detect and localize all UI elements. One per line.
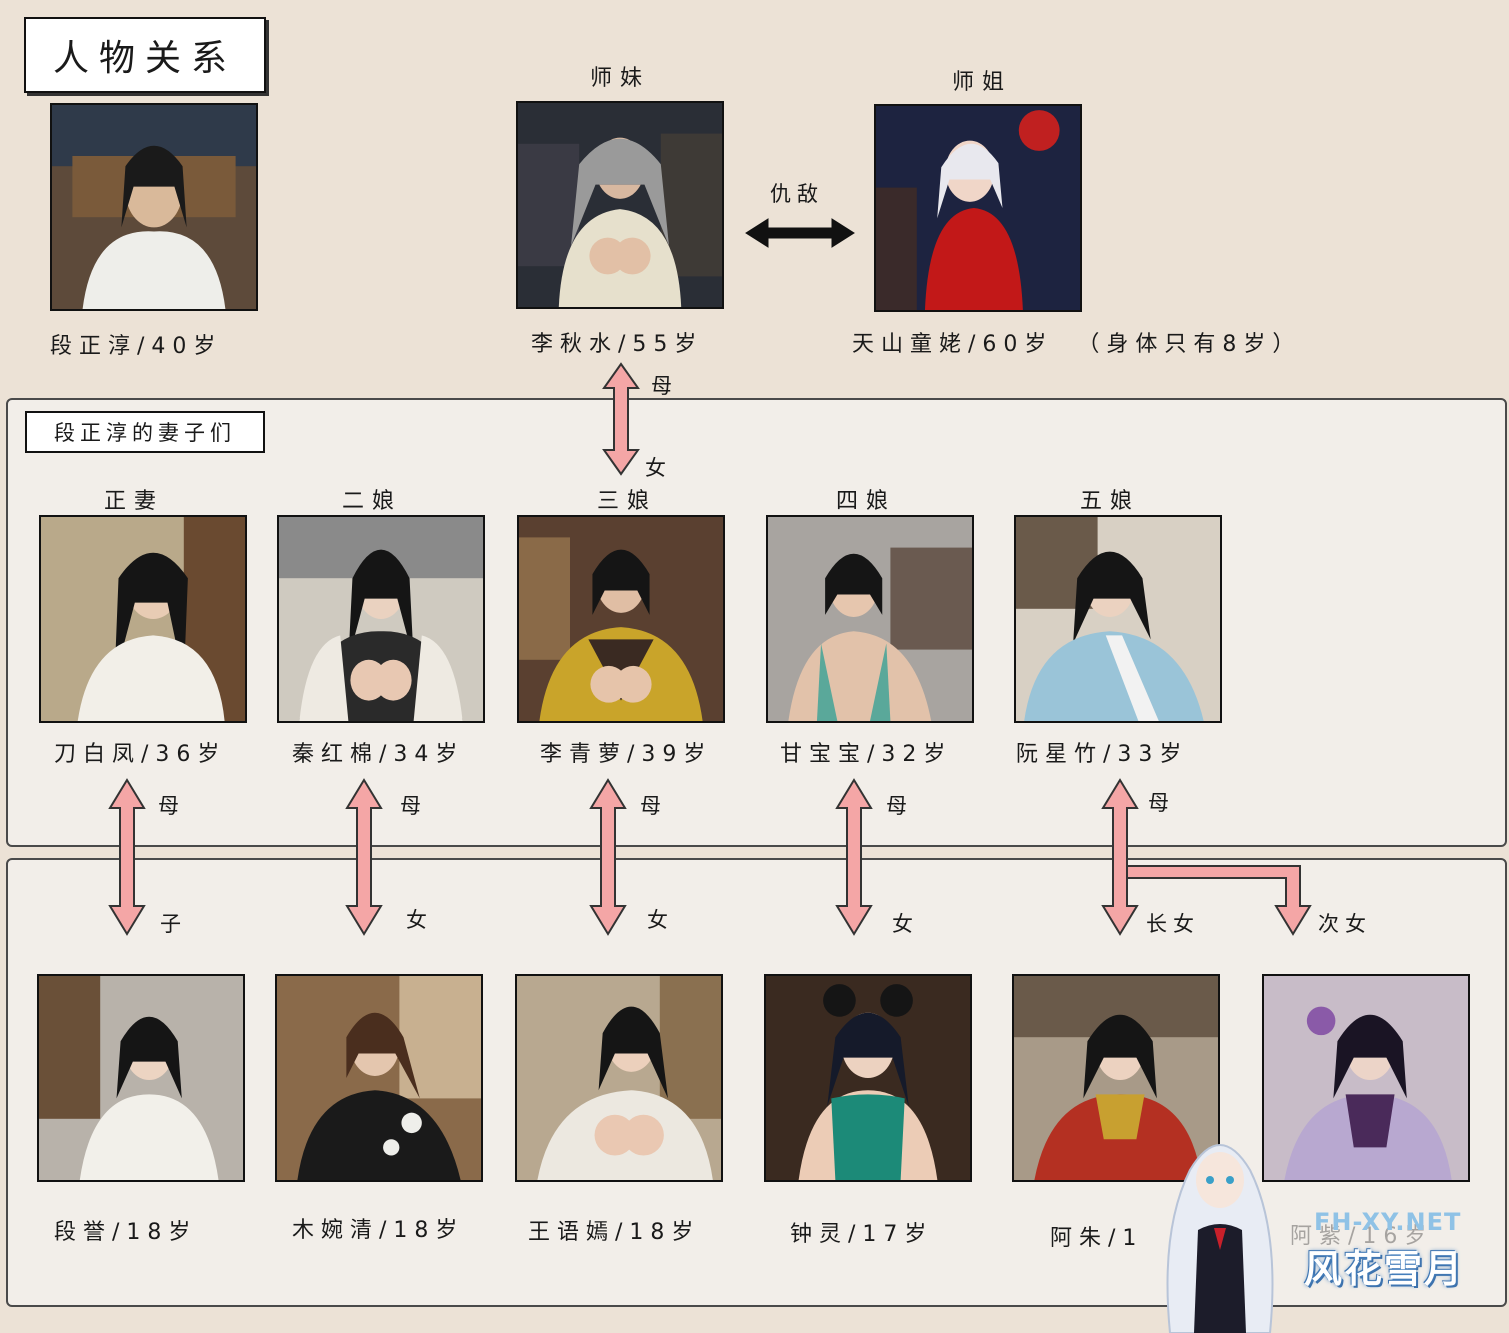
label-child-0: 段誉/18岁 (54, 1220, 198, 1245)
role-shijie: 师姐 (952, 70, 1013, 95)
label-wife-0: 刀白凤/36岁 (54, 742, 227, 767)
role-wife-2: 三娘 (597, 489, 658, 514)
relation-son: 子 (160, 912, 187, 936)
relation-daughter-1: 女 (406, 908, 433, 932)
enemy-arrow (745, 218, 855, 248)
relation-mother-0: 母 (158, 794, 185, 818)
relation-eldest-daughter: 长女 (1146, 912, 1200, 936)
portrait-duan-yu (37, 974, 245, 1182)
relation-enemy: 仇敌 (770, 182, 824, 206)
portrait-a-zhu (1012, 974, 1220, 1182)
portrait-qin-hongmian (277, 515, 485, 723)
page-title: 人物关系 (24, 17, 266, 93)
relation-mother-3: 母 (886, 794, 913, 818)
label-child-2: 王语嫣/18岁 (528, 1220, 701, 1245)
portrait-li-qingluo (517, 515, 725, 723)
portrait-zhong-ling (764, 974, 972, 1182)
role-shimei: 师妹 (590, 66, 651, 91)
relation-daughter-3: 女 (892, 912, 919, 936)
arrow-liqingluo-wangyuyan (589, 778, 627, 936)
wives-section-title: 段正淳的妻子们 (25, 411, 265, 453)
relation-second-daughter: 次女 (1318, 912, 1372, 936)
portrait-a-zi (1262, 974, 1470, 1182)
label-wife-2: 李青萝/39岁 (540, 742, 713, 767)
label-li-qiushui: 李秋水/55岁 (531, 332, 704, 357)
relation-mother-2: 母 (640, 794, 667, 818)
arrow-ruanxingzhu-azhu (1101, 778, 1139, 936)
label-child-3: 钟灵/17岁 (790, 1222, 934, 1247)
relation-li-mother: 母 (651, 374, 678, 398)
label-tianshan-note: （身体只有8岁） (1077, 332, 1302, 357)
arrow-ganbaobao-zhongling (835, 778, 873, 936)
role-wife-1: 二娘 (342, 489, 403, 514)
role-wife-0: 正妻 (104, 489, 165, 514)
wives-panel (6, 398, 1507, 847)
portrait-gan-baobao (766, 515, 974, 723)
relation-li-daughter: 女 (645, 456, 672, 480)
label-child-1: 木婉清/18岁 (292, 1218, 465, 1243)
arrow-daobaifeng-duanyu (108, 778, 146, 936)
portrait-duan-zhengchun (50, 103, 258, 311)
label-child-5: 阿紫/16岁 (1290, 1224, 1434, 1249)
label-wife-3: 甘宝宝/32岁 (780, 742, 953, 767)
label-duan-zhengchun: 段正淳/40岁 (50, 334, 223, 359)
watermark-site: FH-XY.NET (1314, 1208, 1462, 1236)
relation-mother-1: 母 (400, 794, 427, 818)
portrait-ruan-xingzhu (1014, 515, 1222, 723)
portrait-mu-wanqing (275, 974, 483, 1182)
portrait-li-qiushui (516, 101, 724, 309)
role-wife-4: 五娘 (1080, 489, 1141, 514)
portrait-tianshan-tonglao (874, 104, 1082, 312)
label-tianshan-tonglao: 天山童姥/60岁 （身体只有8岁） (852, 326, 1301, 358)
watermark-character (1166, 1144, 1274, 1333)
label-wife-1: 秦红棉/34岁 (292, 742, 465, 767)
label-wife-4: 阮星竹/33岁 (1016, 742, 1189, 767)
arrow-ruanxingzhu-azi (1126, 865, 1312, 936)
relation-mother-4: 母 (1148, 791, 1175, 815)
portrait-wang-yuyan (515, 974, 723, 1182)
arrow-qinhongmian-muwanqing (345, 778, 383, 936)
portrait-dao-baifeng (39, 515, 247, 723)
arrow-mother-li (602, 362, 640, 476)
label-child-4: 阿朱/1 (1050, 1226, 1144, 1251)
label-tianshan-name: 天山童姥/60岁 (852, 332, 1054, 357)
watermark-name: 风花雪月 (1304, 1247, 1465, 1291)
role-wife-3: 四娘 (836, 489, 897, 514)
relation-daughter-2: 女 (647, 908, 674, 932)
